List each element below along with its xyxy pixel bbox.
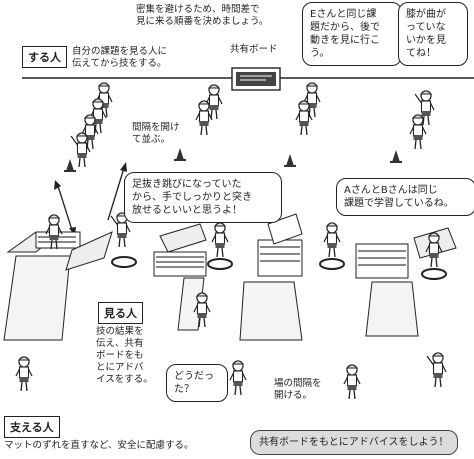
vault-station-4	[355, 227, 457, 337]
role-supporter-title: 支える人	[4, 416, 60, 438]
space-note: 場の間隔を 開ける。	[274, 378, 322, 401]
bubble-foot-jump: 足抜き跳びになっていた から、手でしっかりと突き 放せるといいと思うよ！	[124, 172, 282, 223]
cone	[284, 154, 296, 167]
bubble-a-b-san: AさんとBさんは同じ 課題で学習しているね。	[336, 178, 474, 216]
bubble-how-was-it: どうだっ た？	[166, 364, 228, 402]
bubble-knees: 膝が曲が っていな いかを見 てね！	[398, 2, 468, 66]
role-watcher-title: 見る人	[98, 302, 143, 324]
cone	[174, 148, 186, 161]
cone	[64, 159, 76, 172]
line-spacing-note: 間隔を開け て並ぶ。	[132, 122, 180, 145]
role-doer-desc: 自分の課題を見る人に 伝えてから技をする。	[72, 46, 168, 69]
shared-board	[231, 67, 281, 91]
vault-station-3	[239, 213, 303, 341]
cone	[390, 150, 402, 163]
vault-station-1	[3, 231, 113, 341]
time-spacing-note: 密集を避けるため、時間差で 見に来る順番を決めましょう。	[136, 4, 269, 27]
role-doer-title: する人	[22, 46, 67, 68]
advice-callout: 共有ボードをもとにアドバイスをしよう！	[250, 430, 458, 455]
role-watcher-desc: 技の結果を 伝え、共有 ボードをも とにアドバ イスをする。	[96, 326, 153, 385]
board-label: 共有ボード	[230, 44, 278, 55]
bubble-e-san: Eさんと同じ課 題だから、後で 動きを見に行こ う。	[302, 2, 402, 66]
role-supporter-desc: マットのずれを直すなど、安全に配慮する。	[4, 440, 194, 451]
